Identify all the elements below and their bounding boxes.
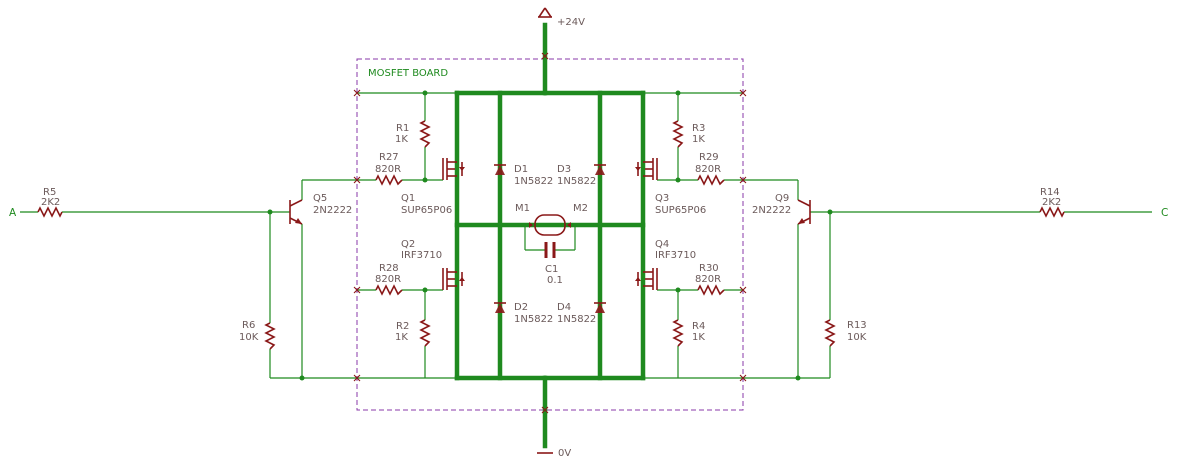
mosfet-q3	[635, 158, 658, 180]
q9-val: 2N2222	[752, 205, 791, 216]
junction-dots	[267, 90, 833, 381]
r13-ref: R13	[847, 320, 867, 331]
diode-d2	[494, 302, 506, 313]
mosfet-q2	[442, 268, 465, 290]
c1-ref: C1	[545, 264, 558, 275]
q5-val: 2N2222	[313, 205, 352, 216]
resistor-r14	[1039, 206, 1065, 218]
d3-val: 1N5822	[557, 176, 596, 187]
resistor-r4	[672, 319, 684, 347]
r2-val: 1K	[395, 332, 408, 343]
power-rails	[454, 22, 646, 449]
resistor-r1	[419, 120, 431, 148]
diode-d1	[494, 164, 506, 175]
r4-val: 1K	[692, 332, 705, 343]
d2-val: 1N5822	[514, 314, 553, 325]
resistor-r13	[824, 319, 836, 347]
r14-ref: R14	[1040, 187, 1060, 198]
r4-ref: R4	[692, 321, 705, 332]
r5-val: 2K2	[41, 197, 60, 208]
resistor-r2	[419, 319, 431, 347]
resistor-r30	[697, 284, 725, 296]
r3-ref: R3	[692, 123, 705, 134]
r13-val: 10K	[847, 332, 867, 343]
q1-val: SUP65P06	[401, 205, 452, 216]
board-title: MOSFET BOARD	[368, 68, 448, 79]
supply-24v-symbol	[538, 7, 552, 18]
ground-0v-label: 0V	[558, 448, 571, 459]
d1-val: 1N5822	[514, 176, 553, 187]
r30-val: 820R	[695, 274, 721, 285]
transistor-q5	[289, 199, 303, 225]
r1-ref: R1	[396, 123, 409, 134]
r27-val: 820R	[375, 164, 401, 175]
q2-val: IRF3710	[401, 250, 442, 261]
resistor-r29	[697, 174, 725, 186]
q5-ref: Q5	[313, 193, 327, 204]
c1-val: 0.1	[547, 275, 563, 286]
r27-ref: R27	[379, 152, 399, 163]
r5-ref: R5	[43, 187, 56, 198]
d1-ref: D1	[514, 164, 528, 175]
r29-ref: R29	[699, 152, 719, 163]
resistor-r3	[672, 120, 684, 148]
mosfet-q1	[442, 158, 465, 180]
capacitor-c1	[544, 242, 556, 258]
connector-marks	[353, 52, 747, 414]
diode-d4	[594, 302, 606, 313]
q3-val: SUP65P06	[655, 205, 706, 216]
r28-val: 820R	[375, 274, 401, 285]
q2-ref: Q2	[401, 239, 415, 250]
r28-ref: R28	[379, 263, 399, 274]
resistor-r27	[375, 174, 403, 186]
q3-ref: Q3	[655, 193, 669, 204]
input-c-label: C	[1161, 207, 1168, 219]
mosfet-q4	[635, 268, 658, 290]
resistor-r5	[37, 206, 63, 218]
q9-ref: Q9	[775, 193, 789, 204]
resistor-r28	[375, 284, 403, 296]
d4-val: 1N5822	[557, 314, 596, 325]
transistor-q9	[797, 199, 811, 225]
motor-m1-label: M1	[515, 203, 530, 214]
d4-ref: D4	[557, 302, 571, 313]
motor-m2-label: M2	[573, 203, 588, 214]
r6-ref: R6	[242, 320, 255, 331]
r3-val: 1K	[692, 134, 705, 145]
input-a-label: A	[9, 207, 17, 219]
r30-ref: R30	[699, 263, 719, 274]
d3-ref: D3	[557, 164, 571, 175]
r14-val: 2K2	[1042, 197, 1061, 208]
r2-ref: R2	[396, 321, 409, 332]
d2-ref: D2	[514, 302, 528, 313]
resistor-r6	[264, 322, 276, 350]
board-outline	[356, 58, 744, 411]
signal-wires	[20, 92, 1152, 379]
diode-d3	[594, 164, 606, 175]
r1-val: 1K	[395, 134, 408, 145]
motor-symbol	[529, 214, 571, 236]
supply-24v-label: +24V	[557, 17, 585, 28]
r6-val: 10K	[239, 332, 259, 343]
q4-val: IRF3710	[655, 250, 696, 261]
q4-ref: Q4	[655, 239, 669, 250]
q1-ref: Q1	[401, 193, 415, 204]
r29-val: 820R	[695, 164, 721, 175]
